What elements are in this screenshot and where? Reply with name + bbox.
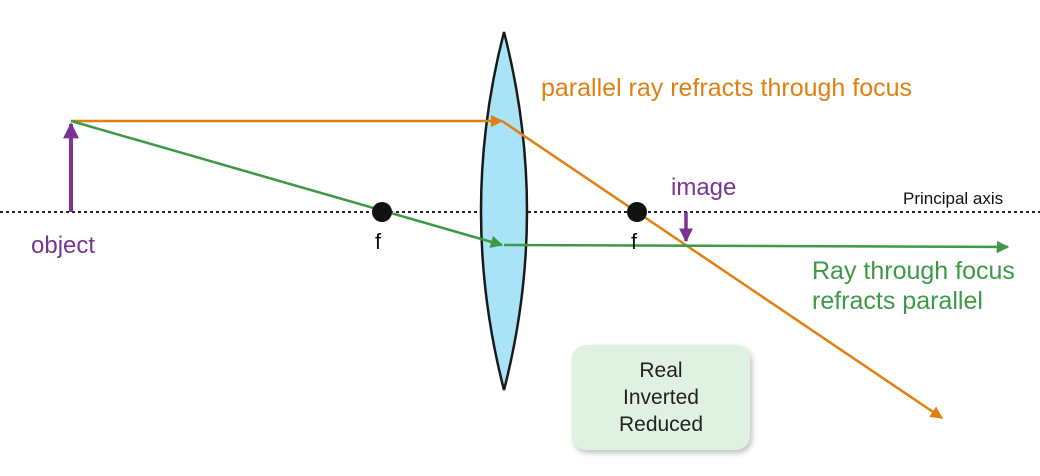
focal-ray-label-line1: Ray through focus	[812, 257, 1015, 285]
principal-axis-label: Principal axis	[903, 189, 1004, 208]
convex-lens	[479, 31, 529, 391]
focus-right-label: f	[631, 229, 638, 254]
focal-point-left	[372, 202, 392, 222]
image-property-inverted: Inverted	[623, 385, 699, 409]
parallel-ray-refracted	[501, 119, 944, 420]
image-properties-box: Real Inverted Reduced	[572, 345, 750, 450]
focal-point-right	[627, 202, 647, 222]
image-property-real: Real	[639, 358, 683, 382]
parallel-ray-label: parallel ray refracts through focus	[541, 74, 913, 102]
image-label: image	[671, 174, 737, 201]
focal-ray-refracted	[503, 240, 1010, 254]
focal-ray-label-line2: refracts parallel	[812, 287, 983, 315]
focal-ray-incident	[70, 119, 504, 248]
focus-left-label: f	[375, 229, 382, 254]
object-label: object	[31, 232, 96, 259]
image-property-reduced: Reduced	[618, 413, 704, 437]
